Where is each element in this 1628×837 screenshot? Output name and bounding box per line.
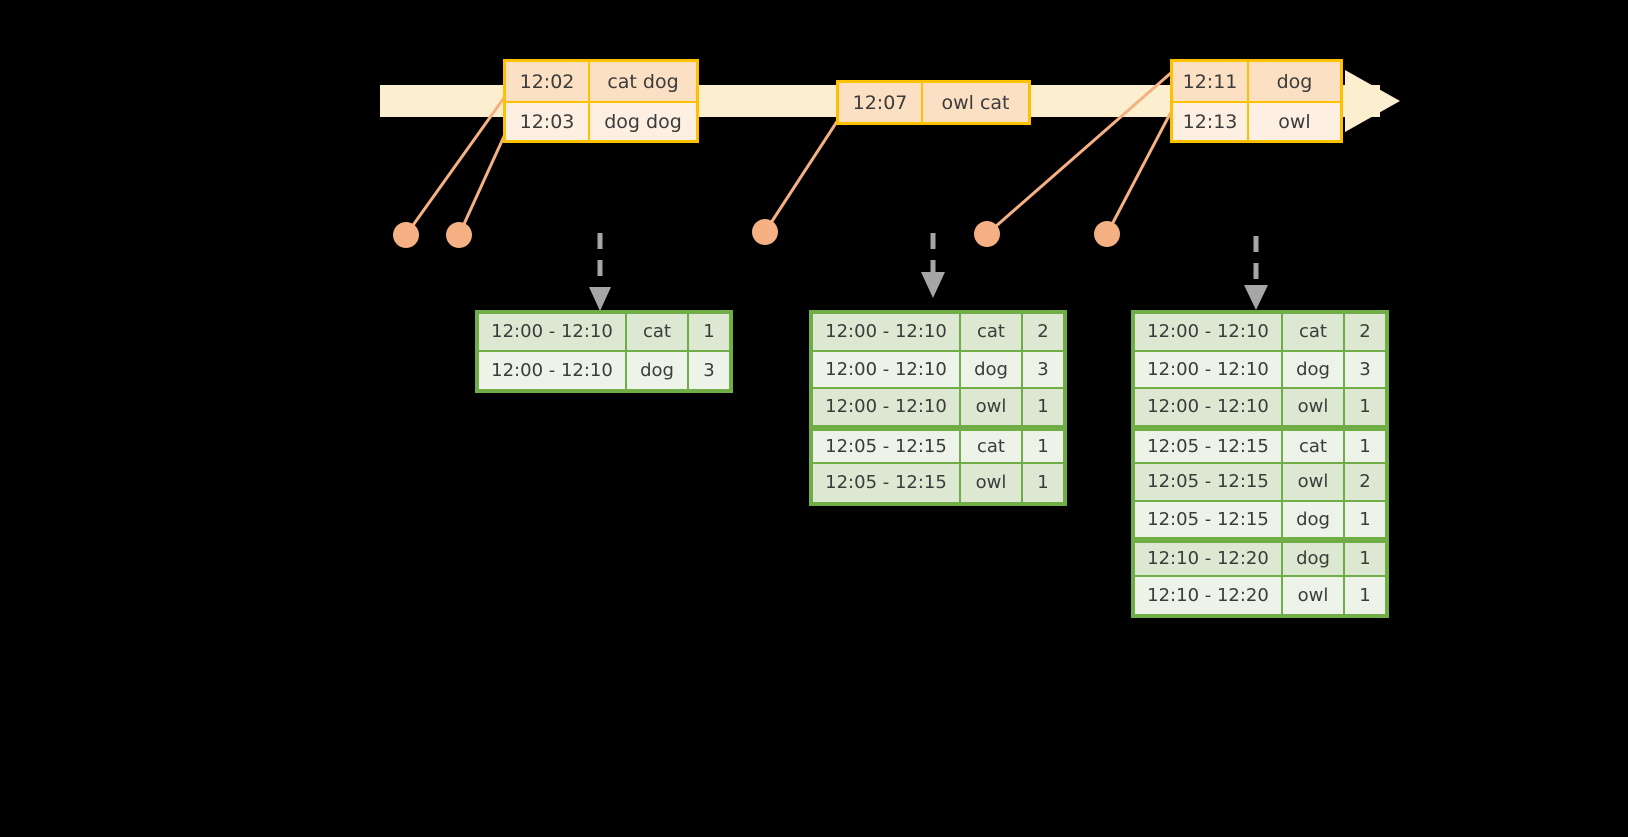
event-row[interactable]: 12:11 dog bbox=[1173, 62, 1340, 101]
cell-word: cat bbox=[627, 314, 689, 352]
cell-window: 12:00 - 12:10 bbox=[1135, 351, 1283, 389]
cell-window: 12:00 - 12:10 bbox=[813, 314, 961, 352]
connector-dot-5 bbox=[1094, 221, 1120, 247]
cell-window: 12:05 - 12:15 bbox=[1135, 430, 1283, 464]
cell-word: cat bbox=[961, 430, 1023, 464]
cell-count: 3 bbox=[689, 351, 729, 389]
cell-word: dog bbox=[627, 351, 689, 389]
cell-count: 1 bbox=[1345, 576, 1385, 614]
event-row[interactable]: 12:13 owl bbox=[1173, 101, 1340, 140]
cell-count: 3 bbox=[1023, 351, 1063, 389]
cell-window: 12:05 - 12:15 bbox=[1135, 464, 1283, 502]
connector-dot-3 bbox=[752, 219, 778, 245]
cell-count: 2 bbox=[1023, 314, 1063, 352]
cell-word: dog bbox=[1283, 351, 1345, 389]
connector-line-5 bbox=[1105, 108, 1174, 236]
event-group-1[interactable]: 12:02 cat dog 12:03 dog dog bbox=[503, 59, 699, 143]
connector-line-3 bbox=[763, 118, 840, 234]
event-time: 12:03 bbox=[506, 103, 590, 140]
cell-count: 1 bbox=[1023, 389, 1063, 427]
cell-count: 3 bbox=[1345, 351, 1385, 389]
cell-window: 12:00 - 12:10 bbox=[813, 389, 961, 427]
dashed-arrow-2 bbox=[921, 233, 945, 298]
dashed-arrow-1 bbox=[589, 233, 611, 311]
connector-dot-4 bbox=[974, 221, 1000, 247]
cell-word: owl bbox=[961, 389, 1023, 427]
event-time: 12:02 bbox=[506, 62, 590, 101]
cell-window: 12:00 - 12:10 bbox=[1135, 389, 1283, 427]
event-time: 12:11 bbox=[1173, 62, 1249, 101]
cell-count: 2 bbox=[1345, 314, 1385, 352]
cell-window: 12:00 - 12:10 bbox=[479, 314, 627, 352]
event-words: owl bbox=[1278, 110, 1311, 133]
event-row[interactable]: 12:07 owl cat bbox=[839, 83, 1028, 122]
cell-count: 1 bbox=[1345, 430, 1385, 464]
connector-dots bbox=[393, 219, 1120, 248]
connector-line-2 bbox=[457, 130, 508, 237]
cell-window: 12:05 - 12:15 bbox=[813, 430, 961, 464]
cell-window: 12:10 - 12:20 bbox=[1135, 576, 1283, 614]
event-row[interactable]: 12:02 cat dog bbox=[506, 62, 696, 101]
cell-word: cat bbox=[1283, 314, 1345, 352]
cell-count: 1 bbox=[1345, 501, 1385, 539]
cell-count: 1 bbox=[1345, 543, 1385, 577]
event-words: owl cat bbox=[941, 91, 1010, 114]
cell-count: 1 bbox=[689, 314, 729, 352]
cell-window: 12:00 - 12:10 bbox=[1135, 314, 1283, 352]
cell-word: dog bbox=[961, 351, 1023, 389]
cell-window: 12:10 - 12:20 bbox=[1135, 543, 1283, 577]
cell-word: owl bbox=[1283, 576, 1345, 614]
cell-count: 1 bbox=[1023, 430, 1063, 464]
cell-word: cat bbox=[961, 314, 1023, 352]
event-time: 12:07 bbox=[839, 83, 923, 122]
cell-window: 12:05 - 12:15 bbox=[1135, 501, 1283, 539]
cell-window: 12:00 - 12:10 bbox=[479, 351, 627, 389]
cell-word: dog bbox=[1283, 543, 1345, 577]
dashed-arrows bbox=[589, 233, 1268, 311]
connector-dot-2 bbox=[446, 222, 472, 248]
event-time: 12:13 bbox=[1173, 103, 1249, 140]
dashed-arrow-3 bbox=[1244, 236, 1268, 310]
event-row[interactable]: 12:03 dog dog bbox=[506, 101, 696, 140]
cell-count: 1 bbox=[1023, 464, 1063, 502]
event-words: cat dog bbox=[607, 70, 679, 93]
cell-word: owl bbox=[1283, 464, 1345, 502]
cell-window: 12:00 - 12:10 bbox=[813, 351, 961, 389]
cell-count: 1 bbox=[1345, 389, 1385, 427]
event-words: dog dog bbox=[604, 110, 682, 133]
cell-count: 2 bbox=[1345, 464, 1385, 502]
connector-line-1 bbox=[404, 93, 508, 237]
event-words: dog bbox=[1276, 70, 1313, 93]
cell-word: owl bbox=[1283, 389, 1345, 427]
connector-dot-1 bbox=[393, 222, 419, 248]
cell-window: 12:05 - 12:15 bbox=[813, 464, 961, 502]
cell-word: cat bbox=[1283, 430, 1345, 464]
event-group-3[interactable]: 12:11 dog 12:13 owl bbox=[1170, 59, 1343, 143]
cell-word: owl bbox=[961, 464, 1023, 502]
cell-word: dog bbox=[1283, 501, 1345, 539]
event-group-2[interactable]: 12:07 owl cat bbox=[836, 80, 1031, 125]
